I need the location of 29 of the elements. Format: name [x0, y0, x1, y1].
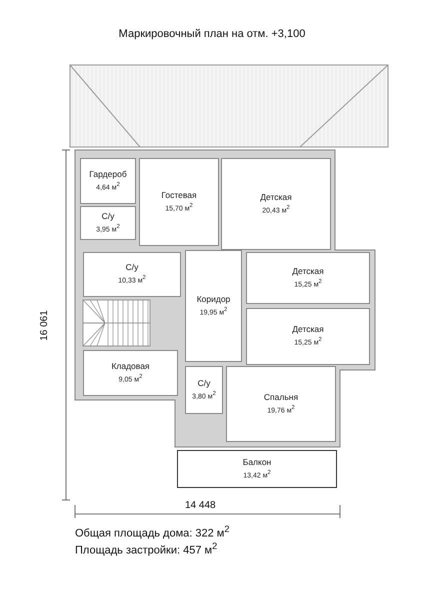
area-note: Площадь застройки: 457 м$^{2}$ — [75, 541, 218, 557]
room-name: Кладовая — [111, 360, 150, 372]
room-outline — [80, 158, 136, 204]
room-name: С/у — [126, 262, 138, 274]
room-name: Детская — [292, 266, 324, 277]
room-name: Гардероб — [89, 168, 127, 180]
room-outline — [221, 158, 331, 250]
room-name: Коридор — [196, 294, 230, 305]
room-outline — [246, 252, 370, 304]
room-outline — [83, 350, 178, 396]
room-outline — [80, 206, 136, 240]
room-outline — [177, 450, 337, 488]
room-name: С/у — [198, 378, 210, 389]
room-outline — [246, 308, 370, 365]
room-outline — [139, 158, 219, 246]
room-name: Гостевая — [161, 190, 197, 201]
dimension-text: 16 061 — [38, 310, 50, 340]
room-name: Спальня — [264, 392, 298, 403]
dimension-text: 14 448 — [185, 500, 216, 511]
room-outline — [226, 366, 336, 442]
room-outline — [185, 366, 223, 414]
room-name: С/у — [102, 210, 114, 222]
room-outline — [185, 250, 242, 362]
room-name: Детская — [292, 324, 324, 336]
room-outline — [83, 252, 181, 297]
room-name: Балкон — [242, 456, 272, 468]
room-name: Детская — [260, 192, 292, 203]
area-note: Общая площадь дома: 322 м$^{2}$ — [75, 524, 230, 540]
plan-title: Маркировочный план на отм. +3,100 — [118, 28, 306, 40]
